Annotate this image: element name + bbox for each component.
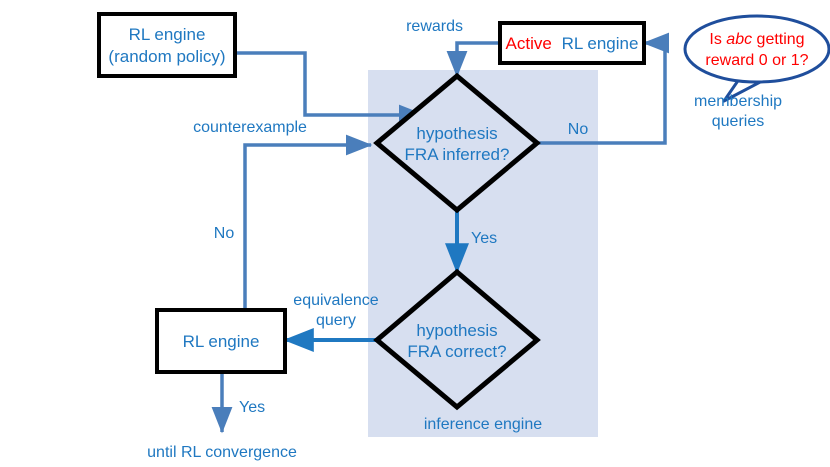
node-hypothesis-fra-inferred-line2: FRA inferred? xyxy=(405,145,510,164)
edge-label-counterexample: counterexample xyxy=(193,119,307,136)
bubble-line1-pre: Is xyxy=(709,31,726,48)
membership-query-bubble xyxy=(683,14,830,84)
edge-label-rewards: rewards xyxy=(406,18,463,35)
edge-label-no-right: No xyxy=(568,121,589,138)
node-hypothesis-fra-inferred-line1: hypothesis xyxy=(416,124,497,143)
node-rl-engine-random-policy-line1: RL engine xyxy=(129,25,206,44)
bubble-line1-post: getting xyxy=(752,31,804,48)
edge-label-equivalence-query-line1: equivalence xyxy=(293,292,379,309)
inference-engine-region-label: inference engine xyxy=(424,416,542,433)
edge-no-to-active-rl-engine xyxy=(537,32,670,145)
edge-random-policy-to-hypothesis xyxy=(235,51,426,126)
edge-label-no-left: No xyxy=(214,225,235,242)
edge-label-equivalence-query-line2: query xyxy=(316,312,356,329)
node-hypothesis-fra-correct-line1: hypothesis xyxy=(416,321,497,340)
bubble-line1-italic: abc xyxy=(726,31,752,48)
node-active-rl-engine-word-active: Active xyxy=(506,34,552,53)
edge-label-membership-queries-line1: membership xyxy=(694,93,782,110)
edge-rewards xyxy=(446,41,500,78)
node-rl-engine-random-policy[interactable] xyxy=(97,12,237,78)
node-active-rl-engine-word-rest: RL engine xyxy=(562,34,639,53)
edge-label-membership-queries-line2: queries xyxy=(712,113,764,130)
edge-label-yes-bottom: Yes xyxy=(239,399,265,416)
node-rl-engine[interactable] xyxy=(155,308,287,374)
node-terminal-until-rl-convergence: until RL convergence xyxy=(147,444,297,461)
edge-counterexample xyxy=(243,134,373,310)
node-rl-engine-label: RL engine xyxy=(183,332,260,351)
node-active-rl-engine[interactable] xyxy=(498,21,646,65)
membership-query-bubble-line1: Is abc getting xyxy=(709,31,804,48)
node-rl-engine-random-policy-line2: (random policy) xyxy=(108,47,225,66)
node-active-rl-engine-label: Active RL engine xyxy=(506,34,639,53)
node-hypothesis-fra-inferred[interactable] xyxy=(373,72,541,214)
membership-query-bubble-line2: reward 0 or 1? xyxy=(705,52,808,69)
node-hypothesis-fra-correct[interactable] xyxy=(373,268,541,411)
node-hypothesis-fra-correct-line2: FRA correct? xyxy=(407,342,506,361)
edge-label-yes-middle: Yes xyxy=(471,230,497,247)
